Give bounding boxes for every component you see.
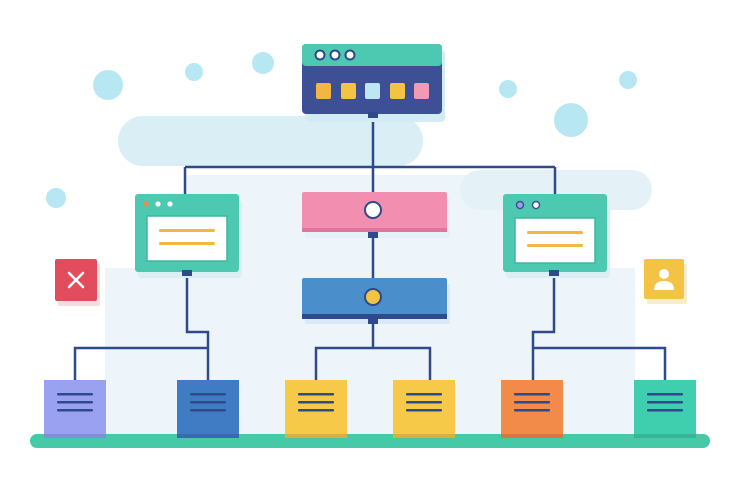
text-line (514, 393, 550, 396)
bar-base (302, 314, 447, 319)
window-dot (314, 49, 326, 61)
window-dot (329, 49, 341, 61)
connector-node (368, 232, 378, 238)
text-line (190, 393, 226, 396)
document-icon (647, 393, 683, 412)
text-line (406, 401, 442, 404)
blue-process-bar (302, 278, 450, 324)
connector-node (368, 112, 378, 118)
window-titlebar (302, 44, 442, 66)
tile (414, 83, 429, 99)
bubble (252, 52, 274, 74)
toggle-knob (364, 201, 382, 219)
status-knob (364, 288, 382, 306)
user-icon (654, 269, 674, 290)
card-base (177, 434, 239, 438)
text-line (159, 242, 215, 245)
bubble (499, 80, 517, 98)
connector-line (533, 346, 667, 380)
connector-node (368, 318, 378, 324)
connector-node (549, 270, 559, 276)
text-line (57, 409, 93, 412)
window-dot (155, 201, 161, 207)
window-dot (531, 200, 541, 210)
tile (316, 83, 331, 99)
leaf-card-row (44, 380, 696, 438)
text-line (406, 409, 442, 412)
card-base (501, 434, 563, 438)
text-line (57, 401, 93, 404)
bubble (46, 188, 66, 208)
close-icon (67, 271, 85, 289)
pink-process-bar (302, 192, 450, 238)
tile (365, 83, 380, 99)
document-icon (406, 393, 442, 412)
connector-line (314, 346, 432, 380)
window-content (146, 215, 228, 262)
text-line (406, 393, 442, 396)
text-line (514, 401, 550, 404)
text-line (298, 409, 334, 412)
text-line (527, 231, 583, 234)
tile-row (316, 83, 429, 99)
document-icon (298, 393, 334, 412)
leaf-card (177, 380, 239, 438)
connector-line (531, 272, 556, 380)
text-line (647, 409, 683, 412)
left-window (135, 194, 242, 278)
leaf-card (634, 380, 696, 438)
window-dot (344, 49, 356, 61)
bar-base (302, 228, 447, 232)
window-dot (167, 201, 173, 207)
tile (341, 83, 356, 99)
card-base (393, 434, 455, 438)
text-line (190, 401, 226, 404)
tile (390, 83, 405, 99)
text-line (647, 401, 683, 404)
background-cloud-band (118, 116, 423, 166)
text-line (514, 409, 550, 412)
close-badge (55, 259, 100, 306)
ground-bar (30, 434, 710, 448)
connector-lines (73, 116, 667, 380)
card-base (634, 434, 696, 438)
text-line (527, 244, 583, 247)
bubble (93, 70, 123, 100)
right-window (503, 194, 610, 278)
user-badge (644, 259, 687, 304)
window-dot (515, 200, 525, 210)
card-base (44, 434, 106, 438)
window-dot (143, 201, 149, 207)
leaf-card (44, 380, 106, 438)
document-icon (514, 393, 550, 412)
text-line (647, 393, 683, 396)
leaf-card (501, 380, 563, 438)
card-base (285, 434, 347, 438)
text-line (298, 393, 334, 396)
bubble (185, 63, 203, 81)
text-line (298, 401, 334, 404)
leaf-card (285, 380, 347, 438)
text-line (159, 229, 215, 232)
document-icon (57, 393, 93, 412)
bubble (619, 71, 637, 89)
bubble (554, 103, 588, 137)
connector-node (182, 270, 192, 276)
window-content (514, 217, 596, 264)
top-window (302, 44, 445, 122)
document-icon (190, 393, 226, 412)
connector-line (73, 346, 208, 380)
leaf-card (393, 380, 455, 438)
text-line (57, 393, 93, 396)
connector-line (185, 272, 210, 380)
text-line (190, 409, 226, 412)
